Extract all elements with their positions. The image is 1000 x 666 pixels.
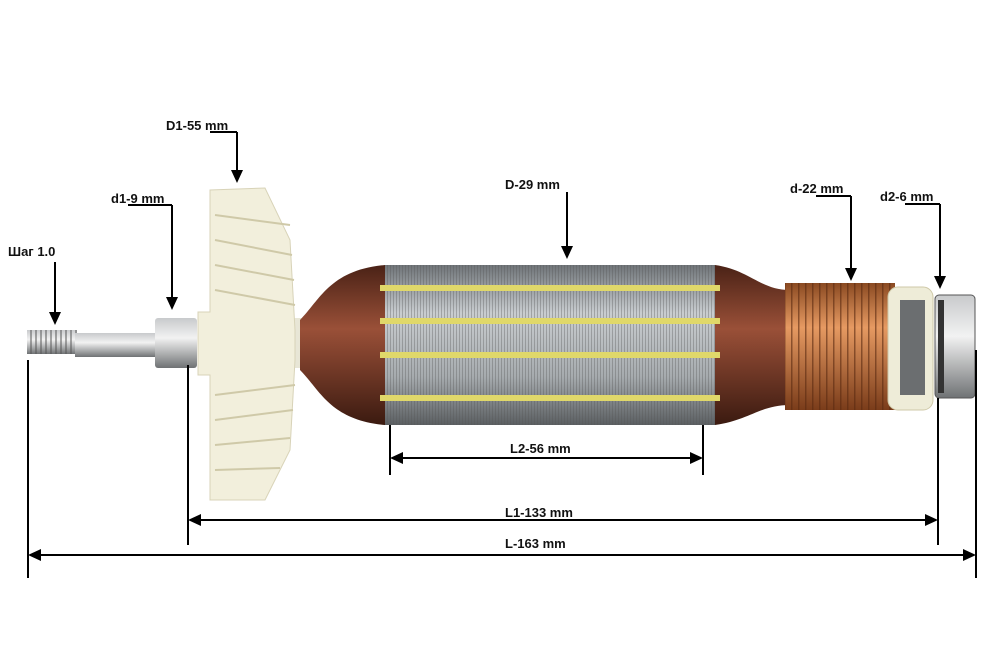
bearing-diameter-label: d2-6 mm [880, 189, 933, 204]
fan [197, 187, 296, 501]
shaft-diameter-label: d1-9 mm [111, 191, 164, 206]
shaft-length-label: L1-133 mm [505, 505, 573, 520]
rotor-diameter-label: D-29 mm [505, 177, 560, 192]
arrowheads [28, 170, 976, 561]
commutator-diameter-label: d-22 mm [790, 181, 843, 196]
dimension-lines [27, 131, 977, 578]
fan-diameter-label: D1-55 mm [166, 118, 228, 133]
commutator [785, 283, 934, 411]
core-length-label: L2-56 mm [510, 441, 571, 456]
bearing [934, 294, 976, 399]
rotor [300, 265, 790, 425]
total-length-label: L-163 mm [505, 536, 566, 551]
thread-pitch-label: Шаг 1.0 [8, 244, 55, 259]
